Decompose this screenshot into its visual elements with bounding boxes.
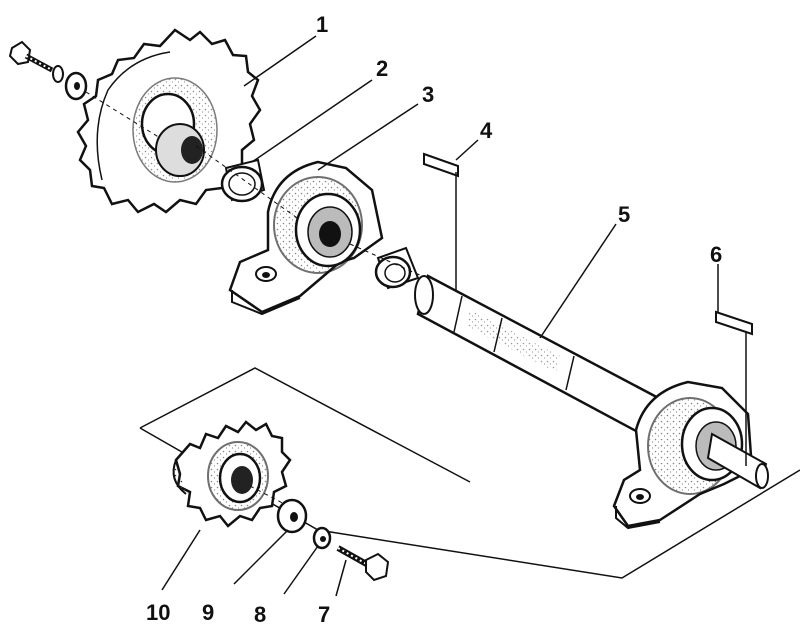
small-sprocket (172, 420, 297, 528)
pillow-block-bearing-lower (612, 380, 769, 530)
callout-8: 8 (254, 602, 266, 627)
callout-3: 3 (422, 82, 434, 107)
large-sprocket (76, 28, 262, 214)
callout-4: 4 (480, 118, 493, 143)
leader-lines (161, 35, 719, 597)
leader-3 (317, 103, 419, 171)
spacer-sleeve-upper (220, 158, 266, 203)
callout-5: 5 (618, 202, 630, 227)
pillow-block-bearing-upper (195, 145, 384, 316)
sprocket-bolt-and-washers (8, 40, 161, 139)
callout-2: 2 (376, 56, 388, 81)
callout-1: 1 (316, 12, 328, 37)
callout-10: 10 (146, 600, 170, 625)
leader-1 (243, 35, 317, 87)
leader-2 (251, 79, 373, 163)
callout-7: 7 (318, 602, 330, 627)
callout-6: 6 (710, 242, 722, 267)
lock-washer (312, 526, 332, 550)
key-upper (423, 152, 459, 294)
leader-8 (283, 545, 319, 595)
leader-5 (539, 223, 617, 339)
leader-10 (161, 529, 201, 591)
shaft (414, 274, 702, 462)
callout-9: 9 (202, 600, 214, 625)
leader-9 (233, 529, 289, 585)
spacer-sleeve-lower (349, 243, 441, 290)
key-lower (715, 310, 753, 466)
callout-labels: 1 2 3 4 5 6 7 8 9 10 (146, 12, 722, 627)
flat-washer (276, 498, 308, 534)
leader-7 (335, 559, 347, 597)
leader-4 (455, 139, 479, 161)
bolt (336, 545, 390, 582)
